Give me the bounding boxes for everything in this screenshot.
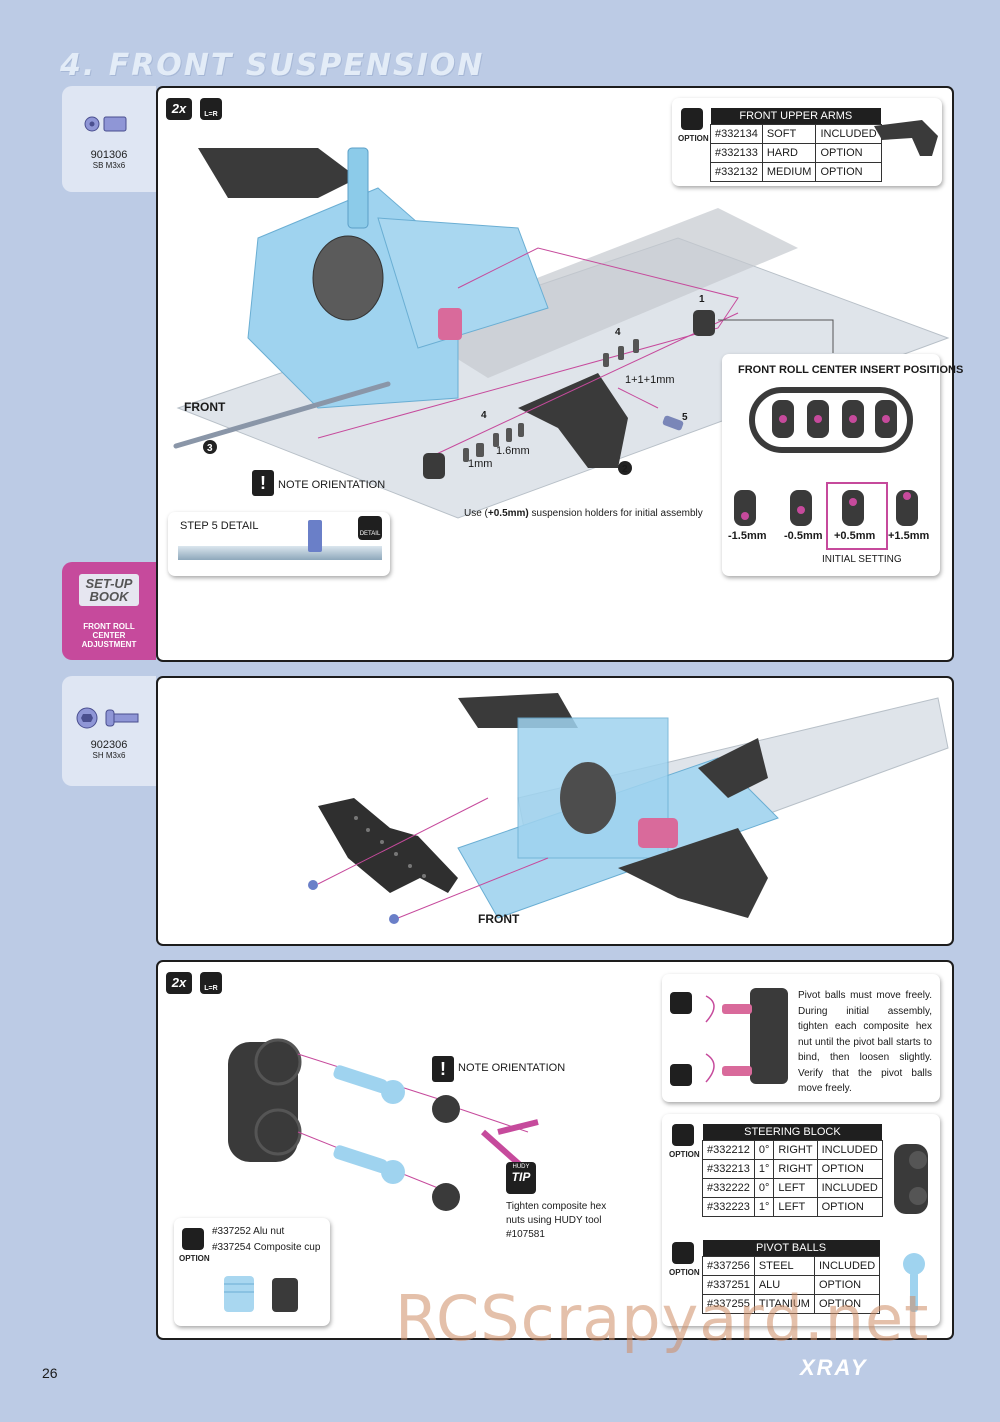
pin-detail-bar [178, 546, 382, 560]
quantity-badge: 2x [166, 98, 192, 120]
note-orientation-label: NOTE ORIENTATION [458, 1062, 566, 1074]
step-panel-1: 2x L=R 3 [156, 86, 963, 662]
option-nut-box: OPTION #337252 Alu nut #337254 Composite… [174, 1218, 330, 1326]
pivot-note-text: Pivot balls must move freely. During ini… [798, 990, 932, 1094]
front-label: FRONT [184, 400, 226, 414]
roll-center-title: FRONT ROLL CENTER INSERT POSITIONS [738, 364, 964, 376]
front-label: FRONT [478, 912, 520, 926]
pin-detail-insert [308, 520, 322, 552]
step-panel-3: 2x L=R ! NOTE ORIENTATION HUDY TIP Tight… [156, 960, 954, 1340]
setup-book-title: SET-UP BOOK [79, 574, 139, 606]
note-icon: ! [252, 470, 274, 496]
screw-icon [84, 116, 127, 132]
position-minus-1-5: -1.5mm [728, 530, 767, 542]
option-thumb-icon [672, 1242, 694, 1264]
step-detail-label: STEP 5 DETAIL [180, 520, 259, 532]
steering-block-header: STEERING BLOCK [702, 1124, 883, 1141]
callout-5: 5 [682, 412, 688, 423]
callout-4b: 4 [481, 410, 487, 421]
setup-book-caption: FRONT ROLL CENTER ADJUSTMENT [81, 622, 137, 649]
initial-setting-highlight [826, 482, 888, 550]
watermark: RCScrapyard.net [395, 1282, 930, 1355]
screw-icon [76, 707, 139, 729]
callout-2: 2 [622, 464, 628, 475]
pivot-note-box: Pivot balls must move freely. During ini… [662, 974, 940, 1102]
option-nut-line-2: #337254 Composite cup [212, 1242, 321, 1253]
callout-1a: 1 [699, 294, 705, 305]
spacer-1mm-label: 1mm [468, 458, 493, 470]
front-suspension-illustration: 3 [173, 147, 950, 519]
nut-options-illustration [224, 1276, 298, 1312]
spacer-1-6mm-label: 1.6mm [496, 445, 530, 457]
pivot-ball-illustration [670, 988, 788, 1086]
roll-center-box: FRONT ROLL CENTER INSERT POSITIONS -1.5m… [722, 354, 963, 576]
part-desc: SB M3x6 [92, 161, 126, 170]
callout-3 [203, 440, 217, 454]
part-code: 901306 [90, 149, 128, 161]
option-label: OPTION [669, 1268, 700, 1277]
option-label: OPTION [669, 1150, 700, 1159]
part-desc: SH M3x6 [92, 751, 126, 760]
step-panel-2: FRONT [156, 676, 954, 946]
steering-block-thumbnail [894, 1144, 928, 1214]
left-right-badge: L=R [200, 972, 222, 994]
callout-4a: 4 [615, 327, 621, 338]
insert-frame-illustration [749, 387, 913, 453]
setup-book-tab[interactable]: SET-UP BOOK FRONT ROLL CENTER ADJUSTMENT [62, 562, 156, 660]
option-thumb-icon [672, 1124, 694, 1146]
brand-logo: XRAY [800, 1355, 868, 1380]
step-detail-box: STEP 5 DETAIL DETAIL [168, 512, 390, 576]
position-minus-0-5: -0.5mm [784, 530, 823, 542]
note-icon: ! [432, 1056, 454, 1082]
page-title: 4. FRONT SUSPENSION [60, 48, 485, 83]
position-plus-1-5: +1.5mm [888, 530, 930, 542]
option-label: OPTION [678, 134, 709, 143]
option-nut-line-1: #337252 Alu nut [212, 1226, 285, 1237]
spacer-stack-label: 1+1+1mm [625, 374, 675, 386]
option-label: OPTION [179, 1254, 210, 1263]
upper-arm-thumbnail [874, 120, 938, 156]
pivot-balls-header: PIVOT BALLS [702, 1240, 880, 1257]
option-thumb-icon [681, 108, 703, 130]
svg-text:3: 3 [207, 443, 213, 454]
shock-tower-illustration [308, 693, 949, 924]
tip-text: Tighten composite hex nuts using HUDY to… [506, 1201, 607, 1240]
tip-badge: HUDY TIP [506, 1162, 536, 1194]
tip-brand: HUDY [512, 1164, 530, 1170]
upper-arms-header: FRONT UPPER ARMS [710, 108, 882, 125]
note-orientation-label: NOTE ORIENTATION [278, 479, 386, 491]
tip-label: TIP [511, 1170, 531, 1184]
magnifier-icon: DETAIL [358, 516, 382, 540]
parts-tab-1: 901306 SB M3x6 [62, 86, 156, 192]
part-code: 902306 [90, 739, 128, 751]
position-plus-0-5: +0.5mm [834, 530, 876, 542]
insert-positions-illustration [734, 490, 918, 526]
left-right-badge: L=R [200, 98, 222, 120]
quantity-badge: 2x [166, 972, 192, 994]
initial-assembly-note: Use (+0.5mm) suspension holders for init… [464, 508, 703, 519]
option-thumb-icon [182, 1228, 204, 1250]
initial-setting-label: INITIAL SETTING [822, 554, 902, 565]
page-number: 26 [42, 1365, 58, 1381]
parts-tab-2: 902306 SH M3x6 [62, 676, 156, 786]
pivot-ball-thumbnail [903, 1253, 925, 1312]
